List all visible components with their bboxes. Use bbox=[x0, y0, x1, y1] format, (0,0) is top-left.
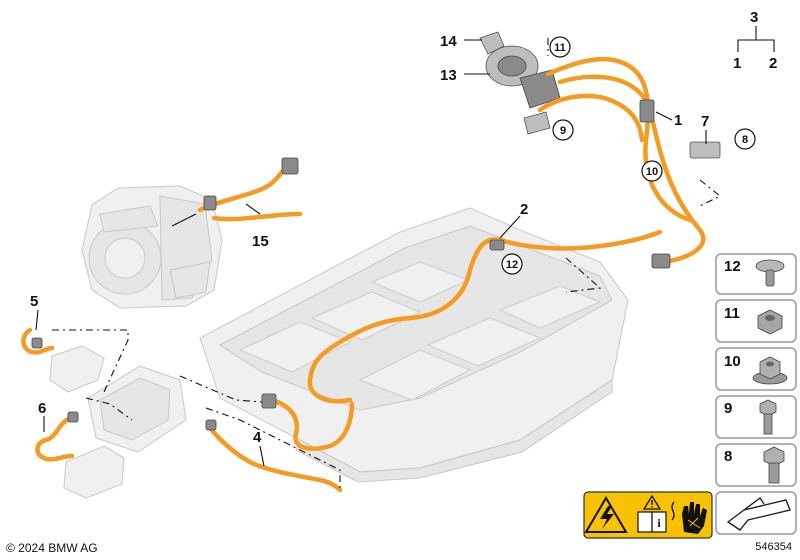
hv-harness-6 bbox=[35, 415, 75, 462]
insulated-glove-icon bbox=[671, 501, 707, 534]
circled-refs: 8 9 10 11 12 bbox=[501, 36, 756, 275]
callout-6: 6 bbox=[38, 400, 46, 417]
svg-text:12: 12 bbox=[724, 258, 741, 275]
hv-harness-5 bbox=[21, 327, 55, 355]
svg-text:10: 10 bbox=[724, 353, 741, 370]
charging-socket-parts bbox=[479, 31, 561, 135]
callout-labels: 1 2 3 1 2 4 5 6 7 13 14 15 bbox=[30, 9, 777, 446]
flange-nut-icon bbox=[752, 356, 788, 385]
hardware-item-12: 12 bbox=[715, 253, 797, 295]
svg-text:8: 8 bbox=[724, 448, 732, 465]
hardware-item-10: 10 bbox=[715, 347, 797, 391]
hv-harness-1 bbox=[537, 56, 706, 265]
hardware-item-11: 11 bbox=[715, 299, 797, 343]
leader-lines bbox=[35, 26, 775, 467]
callout-1: 1 bbox=[674, 112, 682, 129]
callout-15: 15 bbox=[252, 233, 269, 250]
hex-bolt-icon bbox=[763, 446, 785, 484]
warning-label: i bbox=[583, 491, 713, 539]
arrow-panel-icon bbox=[715, 491, 797, 535]
hardware-panel: 12 11 10 9 bbox=[715, 253, 797, 535]
manual-info-icon: i bbox=[637, 511, 667, 533]
hv-harness-2 bbox=[307, 229, 663, 404]
callout-3: 3 bbox=[750, 9, 758, 26]
callout-4: 4 bbox=[253, 429, 262, 446]
copyright-text: © 2024 BMW AG bbox=[6, 541, 98, 555]
callout-14: 14 bbox=[440, 33, 457, 50]
connectors bbox=[31, 99, 721, 431]
ref-8: 8 bbox=[742, 134, 748, 146]
ref-12: 12 bbox=[506, 259, 518, 271]
electric-motor-ghost bbox=[81, 185, 223, 309]
callout-13: 13 bbox=[440, 67, 457, 84]
callout-7: 7 bbox=[701, 113, 709, 130]
reference-lines bbox=[52, 38, 722, 488]
svg-text:9: 9 bbox=[724, 400, 732, 417]
callout-3-sub-1: 1 bbox=[733, 55, 741, 72]
callout-5: 5 bbox=[30, 293, 38, 310]
svg-text:i: i bbox=[657, 516, 661, 530]
hex-nut-icon bbox=[757, 309, 783, 335]
callout-3-sub-2: 2 bbox=[769, 55, 777, 72]
hardware-item-9: 9 bbox=[715, 395, 797, 439]
ref-11: 11 bbox=[554, 42, 566, 54]
high-voltage-warning-icon bbox=[584, 496, 628, 533]
ref-10: 10 bbox=[646, 166, 658, 178]
hex-bolt-icon bbox=[759, 399, 777, 435]
push-clip-icon bbox=[755, 259, 785, 287]
control-modules-ghost bbox=[49, 345, 187, 499]
hardware-item-8: 8 bbox=[715, 443, 797, 487]
svg-text:11: 11 bbox=[724, 305, 740, 322]
ref-9: 9 bbox=[560, 125, 566, 137]
callout-2: 2 bbox=[520, 201, 528, 218]
caution-triangle-icon bbox=[642, 494, 662, 510]
hv-harness-4 bbox=[207, 397, 355, 493]
document-number: 546354 bbox=[755, 541, 792, 553]
